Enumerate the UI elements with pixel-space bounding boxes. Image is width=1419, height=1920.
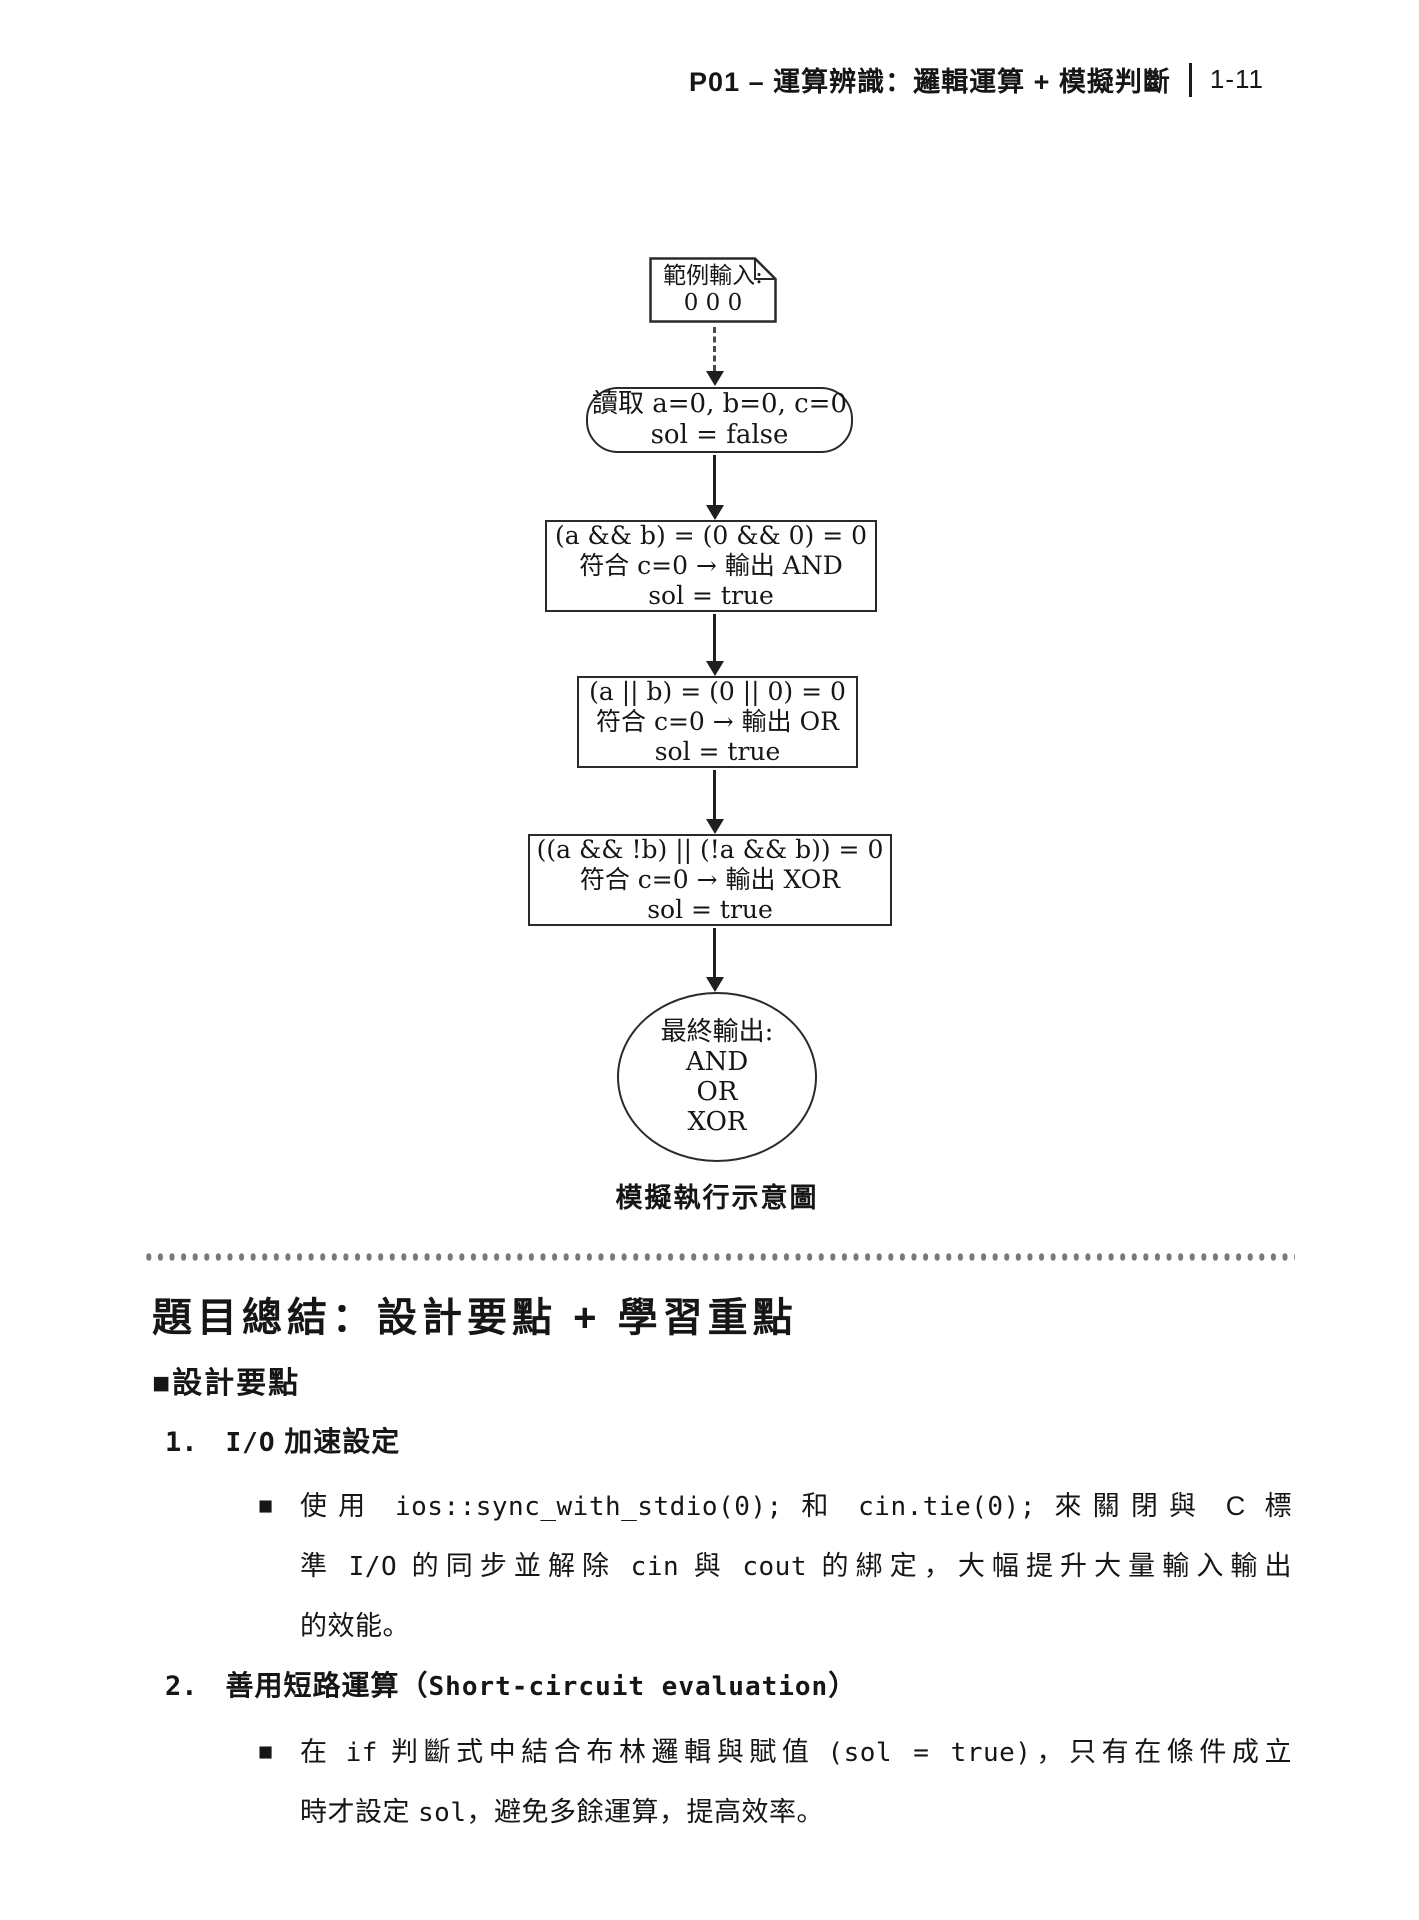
code-segment: ios::sync_with_stdio(0); [394, 1492, 783, 1522]
title-text-segment: ） [828, 1670, 858, 1701]
text-line: 的效能。 [300, 1597, 1292, 1656]
flow-text-line: 範例輸入: [663, 263, 763, 289]
text-segment: 的同步並解除 [397, 1551, 631, 1581]
page-number: 1-11 [1209, 64, 1264, 94]
flow-connector [713, 928, 716, 977]
flow-text-line: 符合 c=0 → 輸出 XOR [579, 865, 841, 894]
flow-connector [713, 614, 716, 661]
flow-arrowhead-icon [706, 505, 724, 520]
dotted-divider [143, 1252, 1295, 1262]
list-item-2: 2. 善用短路運算（Short-circuit evaluation） [165, 1664, 857, 1704]
list-item-title: 善用短路運算（Short-circuit evaluation） [226, 1664, 858, 1704]
title-text-segment: 加速設定 [275, 1426, 401, 1457]
text-segment: 的綁定，大幅提升大量輸入輸出 [806, 1551, 1292, 1581]
flow-arrowhead-icon [706, 819, 724, 834]
text-line: 使用 ios::sync_with_stdio(0); 和 cin.tie(0)… [300, 1477, 1292, 1537]
flow-text-line: ((a && !b) || (!a && b)) = 0 [536, 835, 884, 864]
chapter-title: P01 – 運算辨識：邏輯運算 + 模擬判斷 [689, 67, 1171, 97]
flow-text-line: 最終輸出: [660, 1017, 774, 1047]
text-segment: 判斷式中結合布林邏輯與賦值 [377, 1737, 828, 1767]
flow-text-line: XOR [687, 1107, 747, 1137]
flow-text-line: sol = true [647, 895, 773, 924]
flow-text-line: (a && b) = (0 && 0) = 0 [554, 521, 868, 550]
text-segment: 與 [679, 1551, 743, 1581]
text-segment: 來關閉與 C 標 [1035, 1491, 1292, 1521]
text-segment: 的效能。 [300, 1611, 410, 1641]
code-segment: (sol = true) [827, 1738, 1032, 1768]
title-text-segment: 善用短路運算（ [225, 1670, 429, 1701]
title-code-segment: I/O [225, 1428, 276, 1458]
text-segment: 使用 [300, 1491, 395, 1521]
list-item-title: I/O 加速設定 [226, 1420, 401, 1460]
flow-text-line: sol = true [654, 737, 781, 766]
code-segment: I/O [348, 1552, 398, 1582]
flow-text-line: OR [696, 1077, 738, 1107]
flow-connector [713, 455, 716, 505]
header-separator-bar [1188, 62, 1192, 97]
code-segment: cin [630, 1552, 680, 1582]
subsection-heading: ■設計要點 [152, 1367, 301, 1400]
text-line: 時才設定 sol，避免多餘運算，提高效率。 [300, 1783, 1292, 1843]
flow-connector [713, 770, 716, 819]
text-segment: 和 [782, 1491, 859, 1521]
flow-text-line: AND [685, 1047, 749, 1077]
flow-node-xor: ((a && !b) || (!a && b)) = 0 符合 c=0 → 輸出… [528, 834, 892, 926]
flow-text-line: (a || b) = (0 || 0) = 0 [589, 677, 846, 706]
flow-arrowhead-icon [706, 661, 724, 676]
text-line: 在 if 判斷式中結合布林邏輯與賦值 (sol = true)，只有在條件成立 [300, 1723, 1292, 1783]
list-item-1: 1. I/O 加速設定 [165, 1420, 400, 1460]
document-shape-icon [649, 257, 777, 323]
square-bullet-icon: ■ [258, 1738, 274, 1766]
flow-node-and: (a && b) = (0 && 0) = 0 符合 c=0 → 輸出 AND … [545, 520, 877, 612]
square-bullet-icon: ■ [258, 1492, 274, 1520]
title-code-segment: Short-circuit evaluation [428, 1672, 829, 1702]
text-segment: 在 [300, 1737, 346, 1767]
text-segment: 準 [300, 1551, 349, 1581]
page-header: P01 – 運算辨識：邏輯運算 + 模擬判斷 1-11 [689, 60, 1264, 99]
bullet-paragraph-2: 在 if 判斷式中結合布林邏輯與賦值 (sol = true)，只有在條件成立 … [300, 1723, 1292, 1843]
flow-arrowhead-icon [706, 371, 724, 386]
code-segment: sol [418, 1798, 467, 1828]
flow-node-final-output: 最終輸出: AND OR XOR [617, 992, 817, 1162]
flow-node-read: 讀取 a=0, b=0, c=0 sol = false [586, 387, 853, 453]
text-segment: 時才設定 [300, 1797, 419, 1827]
section-heading: 題目總結：設計要點 + 學習重點 [152, 1296, 798, 1340]
flow-text-line: 符合 c=0 → 輸出 AND [579, 551, 843, 580]
flow-text-line: sol = false [650, 420, 789, 450]
bullet-paragraph-1: 使用 ios::sync_with_stdio(0); 和 cin.tie(0)… [300, 1477, 1292, 1656]
flow-node-text: 範例輸入: 0 0 0 [649, 257, 777, 323]
flowchart-caption: 模擬執行示意圖 [615, 1183, 819, 1213]
text-segment: ，避免多餘運算，提高效率。 [466, 1797, 824, 1827]
list-number: 2. [165, 1671, 198, 1702]
flow-text-line: 讀取 a=0, b=0, c=0 [591, 389, 847, 419]
text-line: 準 I/O 的同步並解除 cin 與 cout 的綁定，大幅提升大量輸入輸出 [300, 1537, 1292, 1597]
flow-dashed-connector [713, 327, 716, 371]
flow-node-sample-input: 範例輸入: 0 0 0 [649, 257, 777, 323]
text-segment: ，只有在條件成立 [1031, 1737, 1292, 1767]
list-number: 1. [165, 1427, 198, 1458]
code-segment: if [345, 1738, 378, 1768]
flow-text-line: sol = true [648, 581, 774, 610]
flow-text-line: 符合 c=0 → 輸出 OR [596, 707, 839, 736]
flow-node-or: (a || b) = (0 || 0) = 0 符合 c=0 → 輸出 OR s… [577, 676, 858, 768]
flow-arrowhead-icon [706, 977, 724, 992]
code-segment: cout [742, 1552, 807, 1582]
flow-text-line: 0 0 0 [683, 290, 743, 316]
code-segment: cin.tie(0); [858, 1492, 1036, 1522]
